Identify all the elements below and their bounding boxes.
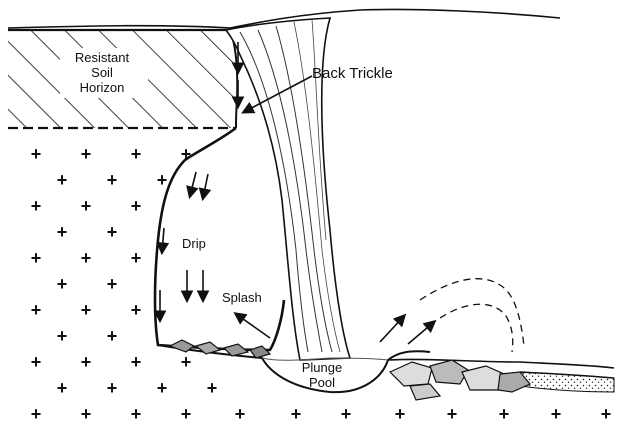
bedrock-plus-mark: + bbox=[235, 404, 246, 424]
splash-arrow-right-1 bbox=[380, 316, 404, 342]
bedrock-plus-mark: + bbox=[131, 196, 142, 216]
splash-trajectory-lines bbox=[420, 279, 524, 352]
bedrock-plus-mark: + bbox=[131, 144, 142, 164]
bedrock-plus-mark: + bbox=[81, 404, 92, 424]
label-back-trickle: Back Trickle bbox=[312, 65, 393, 82]
label-pool: Pool bbox=[309, 375, 335, 390]
label-resistant: Resistant bbox=[75, 50, 130, 65]
bedrock-plus-mark: + bbox=[31, 352, 42, 372]
label-splash: Splash bbox=[222, 290, 262, 305]
bedrock-plus-mark: + bbox=[81, 248, 92, 268]
label-plunge: Plunge bbox=[302, 360, 342, 375]
bedrock-plus-mark: + bbox=[551, 404, 562, 424]
bedrock-plus-mark: + bbox=[341, 404, 352, 424]
label-drip: Drip bbox=[182, 236, 206, 251]
bedrock-plus-mark: + bbox=[181, 352, 192, 372]
bedrock-plus-mark: + bbox=[131, 248, 142, 268]
bedrock-plus-mark: + bbox=[107, 222, 118, 242]
bedrock-plus-mark: + bbox=[447, 404, 458, 424]
bedrock-plus-mark: + bbox=[57, 326, 68, 346]
bedrock-plus-mark: + bbox=[601, 404, 612, 424]
bedrock-plus-mark: + bbox=[81, 144, 92, 164]
plunge-pool bbox=[158, 345, 430, 392]
bedrock-plus-mark: + bbox=[57, 170, 68, 190]
bedrock-plus-mark: + bbox=[207, 378, 218, 398]
bedrock-plus-mark: + bbox=[81, 352, 92, 372]
label-soil: Soil bbox=[91, 65, 113, 80]
bedrock-plus-mark: + bbox=[157, 378, 168, 398]
bedrock-plus-mark: + bbox=[31, 404, 42, 424]
bedrock-plus-mark: + bbox=[31, 196, 42, 216]
bedrock-plus-mark: + bbox=[157, 170, 168, 190]
resistant-soil-horizon bbox=[8, 30, 238, 128]
bedrock-plus-mark: + bbox=[181, 144, 192, 164]
splash-arrow-right-2 bbox=[408, 322, 434, 344]
alcove-outline bbox=[155, 128, 284, 350]
bedrock-plus-mark: + bbox=[499, 404, 510, 424]
bedrock-plus-mark: + bbox=[107, 326, 118, 346]
sediment-deposit bbox=[520, 372, 614, 392]
drip-arrow-2 bbox=[203, 174, 208, 198]
bedrock-plus-mark: + bbox=[57, 222, 68, 242]
drip-arrow-3 bbox=[162, 228, 164, 252]
bedrock-plus-mark: + bbox=[291, 404, 302, 424]
bedrock-plus-mark: + bbox=[57, 378, 68, 398]
bedrock-plus-mark: + bbox=[131, 352, 142, 372]
bedrock-plus-mark: + bbox=[395, 404, 406, 424]
bedrock-plus-mark: + bbox=[181, 404, 192, 424]
bedrock-plus-mark: + bbox=[81, 300, 92, 320]
bedrock-plus-mark: + bbox=[81, 196, 92, 216]
bedrock-plus-mark: + bbox=[31, 300, 42, 320]
bedrock-plus-mark: + bbox=[57, 274, 68, 294]
bedrock-plus-mark: + bbox=[31, 248, 42, 268]
bedrock-plus-mark: + bbox=[107, 274, 118, 294]
bedrock-plus-mark: + bbox=[31, 144, 42, 164]
bedrock-plus-mark: + bbox=[107, 170, 118, 190]
bedrock-plus-mark: + bbox=[131, 300, 142, 320]
bedrock-plus-mark: + bbox=[107, 378, 118, 398]
splash-arrow bbox=[236, 314, 270, 338]
bedrock-plus-mark: + bbox=[131, 404, 142, 424]
label-horizon: Horizon bbox=[80, 80, 125, 95]
drip-arrow-1 bbox=[190, 172, 196, 196]
